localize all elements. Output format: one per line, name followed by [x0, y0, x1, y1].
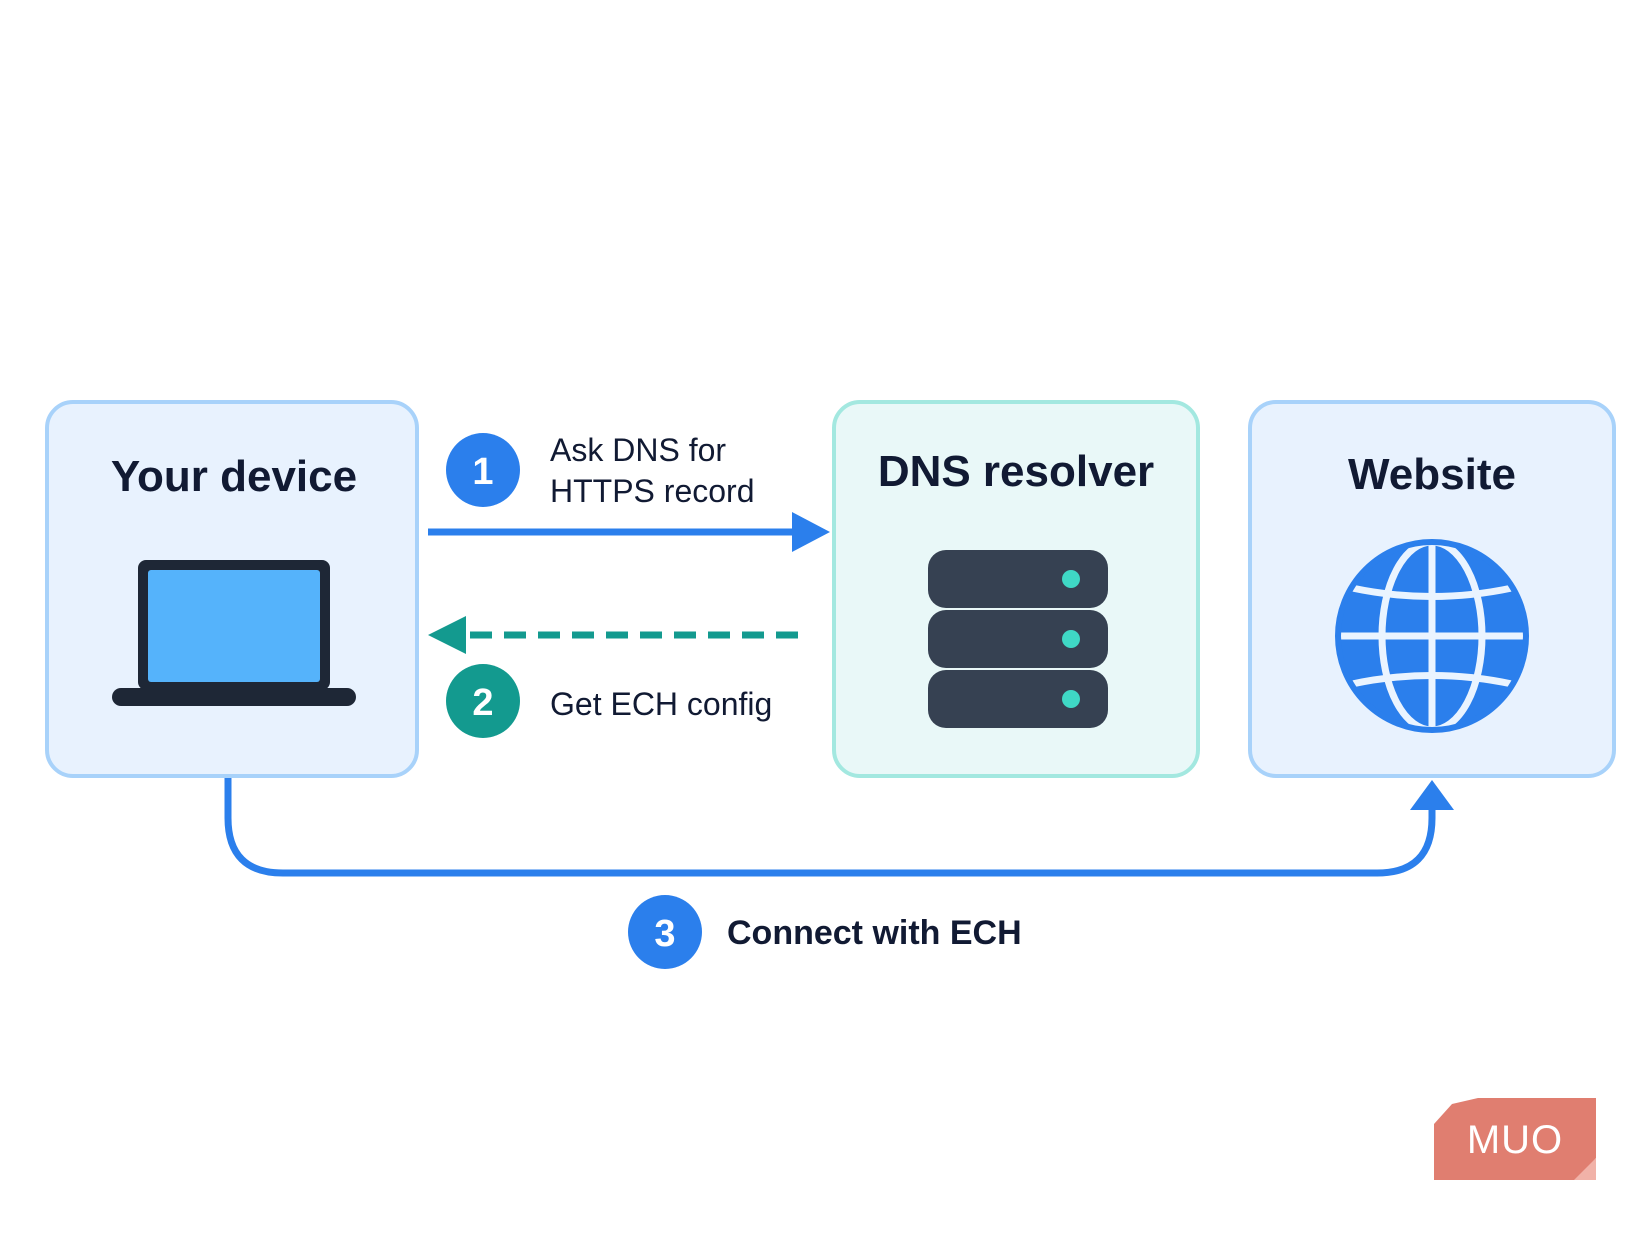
- connect-arrow-line: [224, 778, 1436, 877]
- globe-icon: [1335, 538, 1529, 734]
- step-3-label: Connect with ECH: [727, 914, 1022, 952]
- step-1-label-line1: Ask DNS for: [550, 432, 726, 468]
- muo-watermark-text: MUO: [1467, 1118, 1563, 1162]
- laptop-icon: [112, 560, 356, 706]
- step-1-number: 1: [472, 451, 493, 493]
- resolver-node: DNS resolver: [832, 400, 1200, 778]
- step-1-badge: [446, 433, 520, 507]
- step-2-number: 2: [472, 682, 493, 724]
- connect-arrow-head: [1410, 780, 1454, 810]
- step-2: 2 Get ECH config: [428, 616, 810, 738]
- step-2-badge: [446, 664, 520, 738]
- resolver-title: DNS resolver: [878, 447, 1154, 496]
- response-arrow-head: [428, 616, 466, 654]
- step-1-label-line2: HTTPS record: [550, 473, 754, 509]
- muo-watermark: MUO: [1434, 1098, 1596, 1180]
- server-stack-icon: [928, 550, 1108, 728]
- step-1: 1 Ask DNS for HTTPS record: [428, 432, 830, 552]
- step-3: 3 Connect with ECH: [224, 778, 1454, 969]
- device-title: Your device: [111, 452, 357, 501]
- step-3-number: 3: [654, 913, 675, 955]
- request-arrow-head: [792, 512, 830, 552]
- website-node: Website: [1248, 400, 1616, 778]
- step-3-badge: [628, 895, 702, 969]
- device-node: Your device: [45, 400, 419, 778]
- step-2-label: Get ECH config: [550, 686, 772, 722]
- website-title: Website: [1348, 450, 1516, 499]
